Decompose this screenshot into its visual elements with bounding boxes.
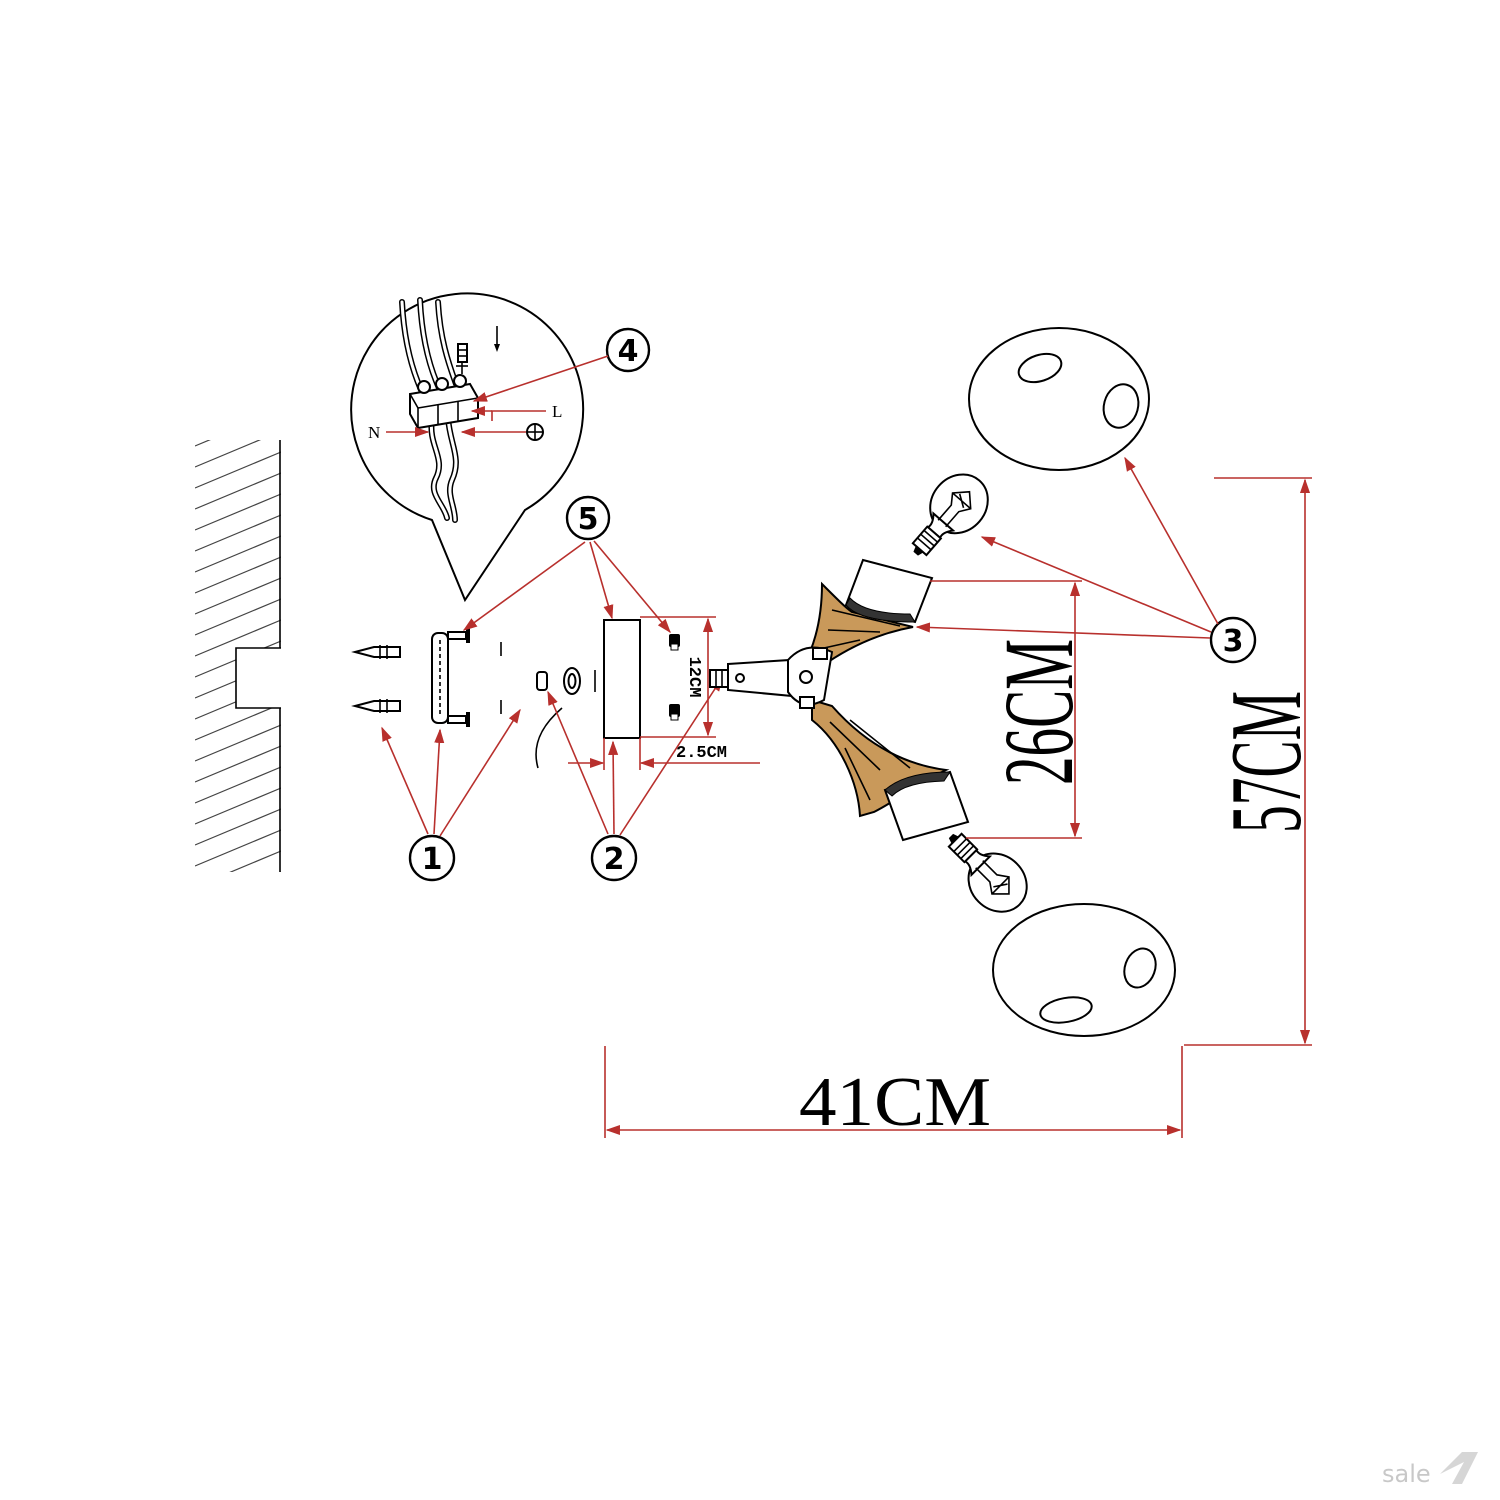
wall-hatch-line bbox=[195, 535, 281, 573]
callout-4-number: 4 bbox=[618, 334, 639, 369]
wall-hatch-line bbox=[229, 850, 281, 872]
callout-1-arrow-screw bbox=[439, 708, 521, 837]
wiring-detail-bubble: N L bbox=[350, 292, 585, 603]
canopy-hardware bbox=[535, 667, 596, 769]
wall-hatch-line bbox=[195, 440, 262, 468]
canopy-screw-bottom bbox=[669, 704, 680, 721]
canopy-height-label: 12CM bbox=[684, 657, 703, 698]
upper-wood-arm bbox=[808, 581, 914, 664]
wall-hatch-line bbox=[195, 829, 281, 867]
terminal-block bbox=[409, 374, 479, 430]
wall-recess bbox=[235, 647, 281, 709]
dimension-total-height: 57CM bbox=[1184, 477, 1323, 1046]
canopy-depth-label: 2.5CM bbox=[676, 744, 727, 763]
callout-5-arrow-bracket bbox=[462, 541, 586, 631]
lower-shade-holder bbox=[883, 770, 970, 842]
center-hub bbox=[787, 646, 834, 709]
callout-2: 2 bbox=[590, 834, 638, 882]
callout-1-arrow-bracket bbox=[433, 728, 445, 835]
wall-hatch-line bbox=[195, 745, 281, 783]
wall-hatch-line bbox=[195, 451, 281, 489]
callout-5: 5 bbox=[565, 495, 611, 541]
wall-hatch-line bbox=[195, 472, 281, 510]
dimension-canopy-depth: 2.5CM bbox=[568, 738, 760, 770]
wall-hatch-line bbox=[195, 493, 281, 531]
wall-hatch-line bbox=[195, 598, 281, 636]
watermark-logo-icon bbox=[1440, 1452, 1478, 1484]
wall-hatch-line bbox=[195, 619, 281, 657]
wall-hatch-line bbox=[195, 703, 281, 741]
total-height-label: 57CM bbox=[1210, 691, 1323, 833]
callout-3-number: 3 bbox=[1223, 624, 1244, 659]
canopy bbox=[603, 619, 641, 739]
callout-4: 4 bbox=[605, 327, 651, 373]
upper-shade-holder bbox=[844, 558, 934, 624]
bubble-outline bbox=[350, 292, 585, 603]
wall-hatch-line bbox=[195, 766, 281, 804]
callout-3-arrow-wood bbox=[915, 622, 1211, 639]
dimension-arm-span: 26CM bbox=[930, 580, 1094, 839]
callout-2-arrow-nipple bbox=[619, 676, 723, 836]
bracket-screw-top bbox=[447, 628, 470, 643]
arm-span-label: 26CM bbox=[983, 639, 1094, 785]
ground-icon bbox=[526, 423, 544, 441]
neutral-label: N bbox=[368, 423, 380, 442]
bracket-screw-bottom bbox=[447, 712, 470, 727]
wall-anchor-top bbox=[351, 645, 401, 659]
watermark-text: sale bbox=[1382, 1460, 1431, 1488]
screw-icon bbox=[456, 343, 468, 374]
wall-hatch-line bbox=[195, 787, 281, 825]
lower-bulb bbox=[947, 832, 1028, 913]
down-arrow-icon bbox=[494, 326, 500, 352]
upper-bulb bbox=[911, 473, 989, 557]
callout-2-arrow-nut bbox=[547, 690, 609, 835]
live-label: L bbox=[552, 402, 562, 421]
callout-1-number: 1 bbox=[422, 842, 443, 877]
lamp-body bbox=[709, 558, 970, 842]
wall-hatch-line bbox=[195, 724, 281, 762]
left-mount-arm bbox=[709, 658, 794, 698]
washer bbox=[563, 667, 581, 695]
callout-1-arrow-anchor bbox=[381, 726, 429, 835]
wall-hatch-line bbox=[195, 808, 281, 846]
ground-wire bbox=[535, 707, 563, 769]
dimension-canopy-height: 12CM bbox=[640, 616, 716, 738]
callout-5-arrow-screw bbox=[593, 540, 671, 634]
wall-hatch-line bbox=[195, 556, 281, 594]
callout-5-arrow-canopy bbox=[589, 541, 614, 620]
wall-hatch-line bbox=[279, 871, 281, 872]
wall-hatch-line bbox=[195, 514, 281, 552]
callout-5-number: 5 bbox=[578, 502, 599, 537]
upper-glass-globe bbox=[968, 327, 1150, 471]
canopy-screw-top bbox=[669, 634, 680, 651]
mounting-bracket bbox=[431, 628, 470, 727]
wall-hatch-line bbox=[195, 440, 211, 447]
lamp-wires bbox=[428, 415, 459, 523]
wall bbox=[195, 440, 281, 872]
callout-2-arrow-canopy bbox=[608, 740, 619, 835]
lower-glass-globe bbox=[992, 903, 1176, 1037]
dimension-total-width: 41CM bbox=[604, 1046, 1183, 1141]
callout-3-arrow-bulb bbox=[980, 536, 1212, 633]
wall-hatch-line bbox=[195, 577, 281, 615]
wall-anchor-bottom bbox=[351, 699, 401, 713]
callout-3: 3 bbox=[1209, 616, 1257, 664]
callout-1: 1 bbox=[408, 834, 456, 882]
callout-3-arrow-globe bbox=[1124, 456, 1219, 625]
callout-4-arrow bbox=[472, 355, 609, 402]
nut bbox=[536, 671, 548, 691]
watermark: sale bbox=[1382, 1452, 1478, 1488]
callout-2-number: 2 bbox=[604, 842, 625, 877]
total-width-label: 41CM bbox=[799, 1064, 991, 1141]
